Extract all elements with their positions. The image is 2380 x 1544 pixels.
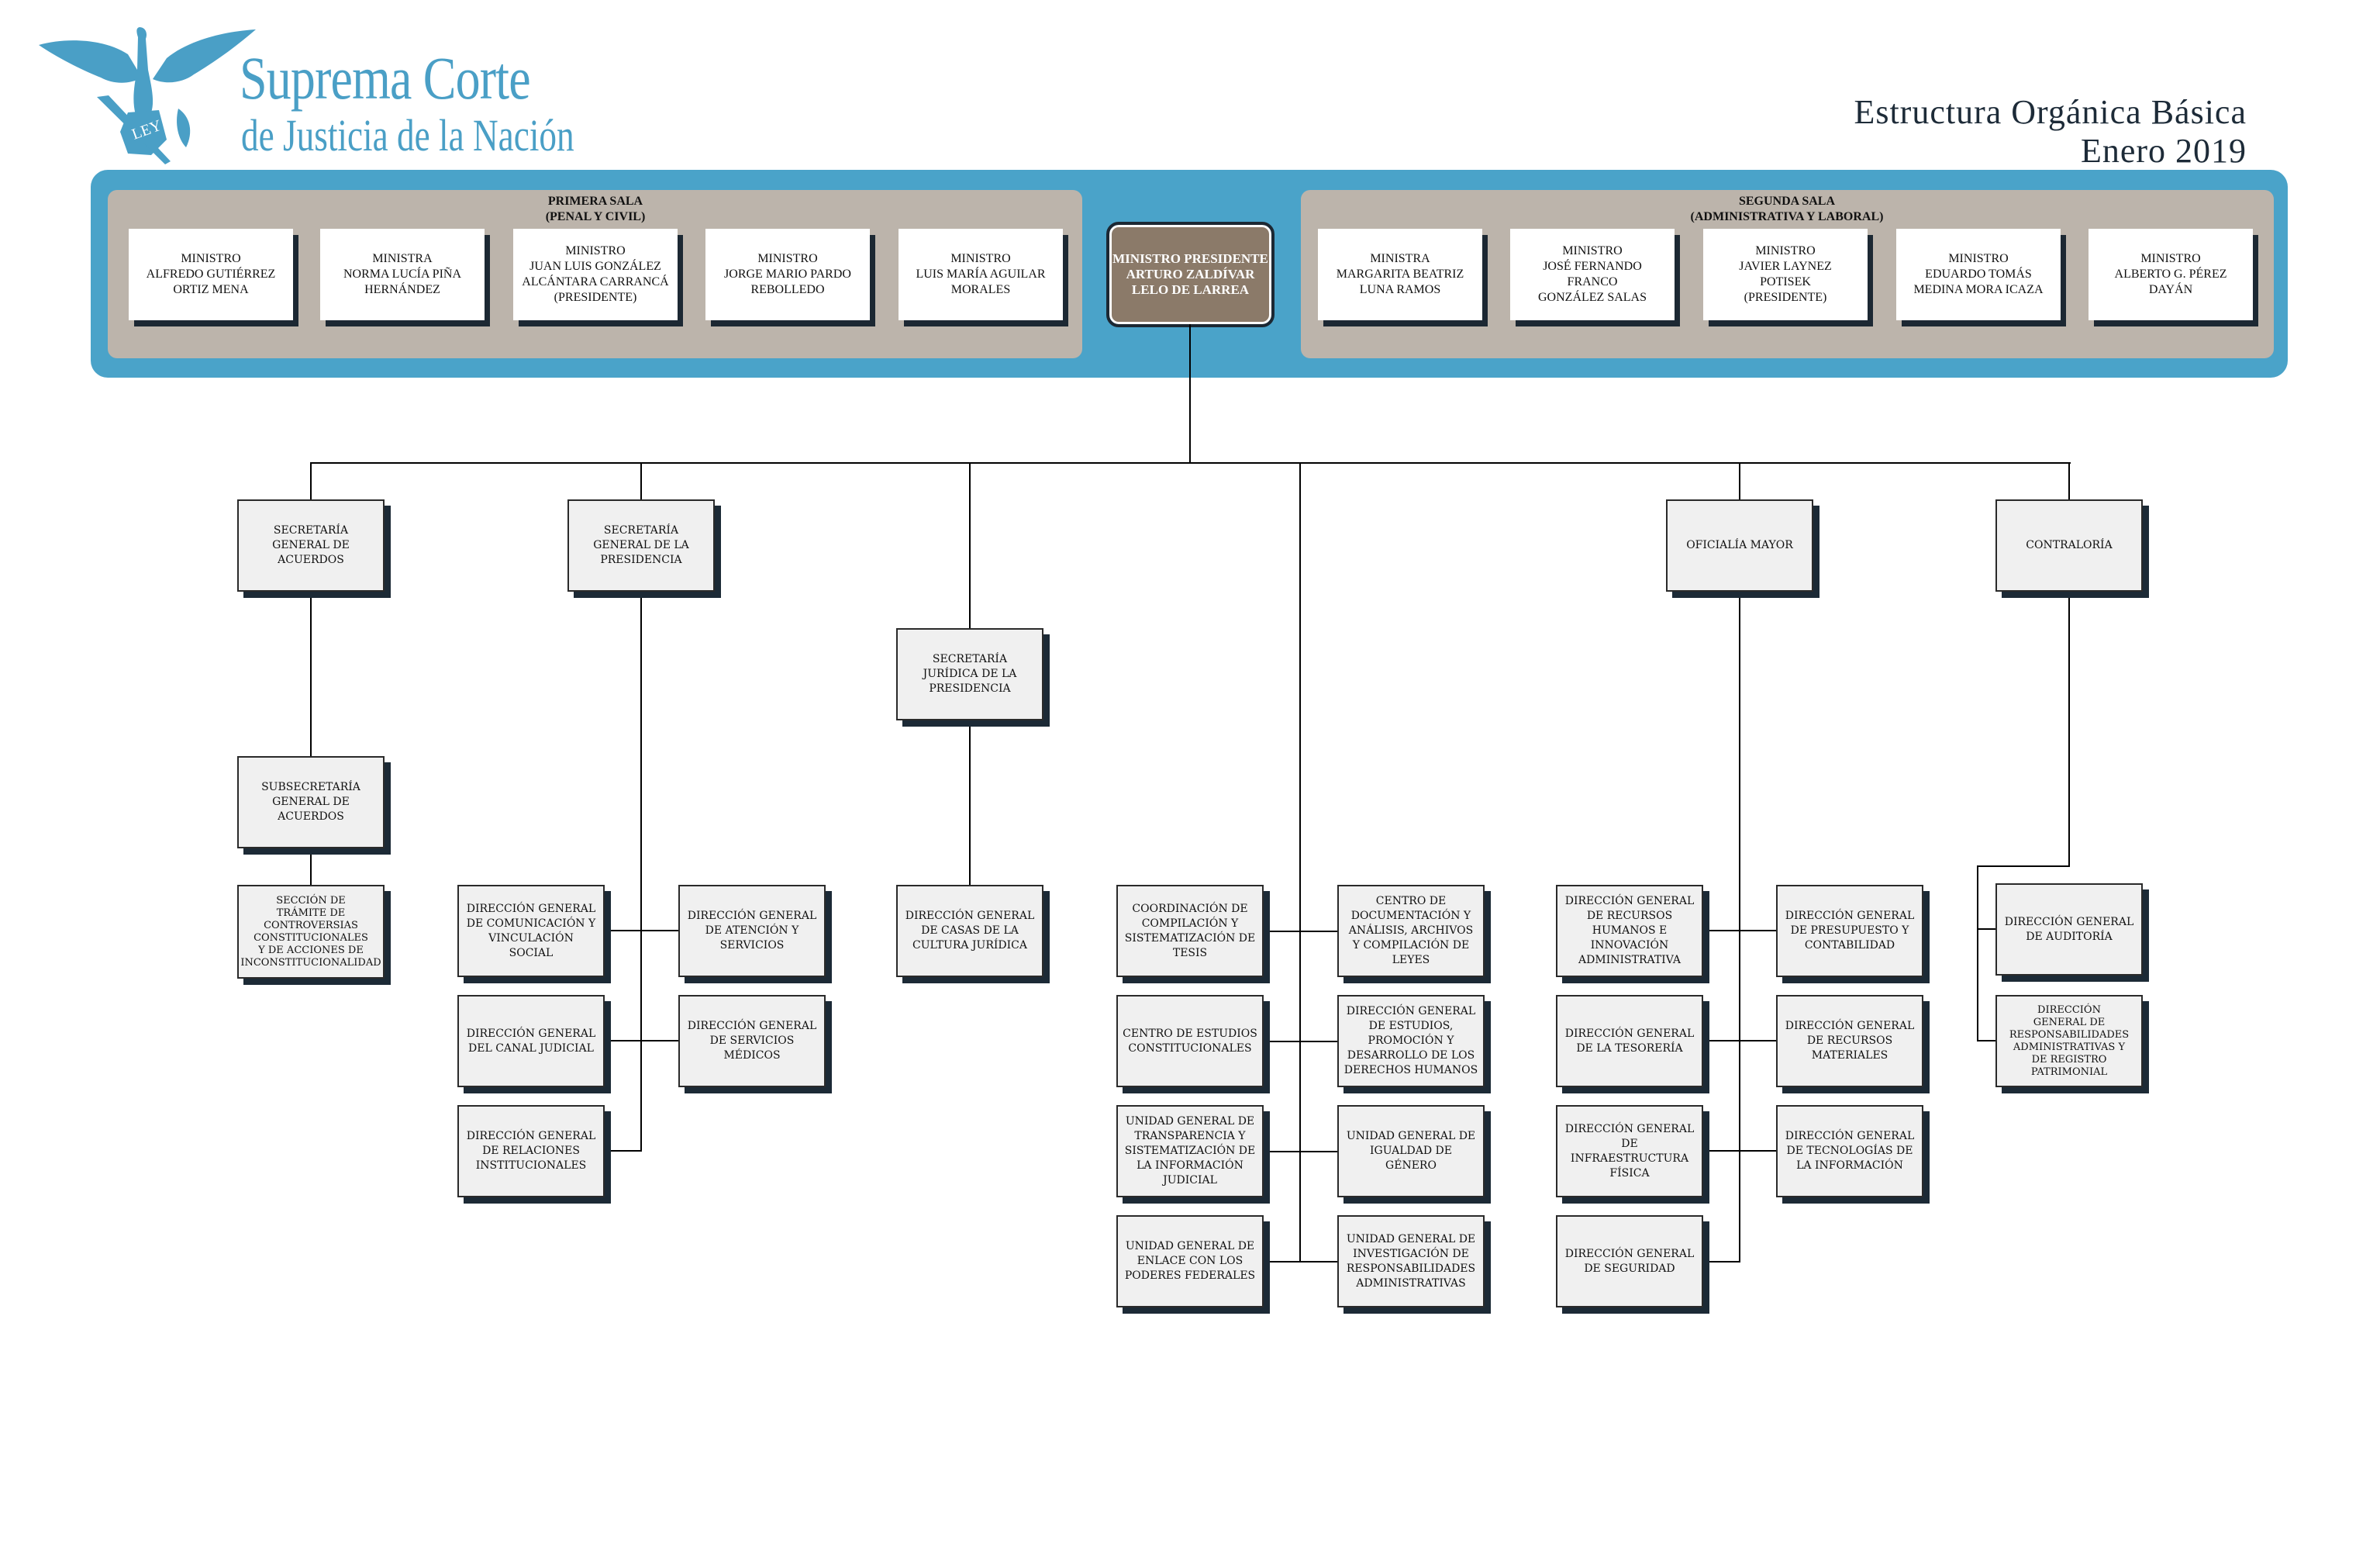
sala-subtitle: (PENAL Y CIVIL) — [545, 210, 646, 223]
unit-box[interactable]: COORDINACIÓN DE COMPILACIÓN Y SISTEMATIZ… — [1116, 885, 1264, 977]
unit-secretaria-general-presidencia[interactable]: SECRETARÍA GENERAL DE LA PRESIDENCIA — [567, 499, 715, 592]
minister-card[interactable]: MINISTRA NORMA LUCÍA PIÑA HERNÁNDEZ — [320, 229, 485, 320]
connector-line — [1977, 865, 2070, 867]
unit-box[interactable]: CENTRO DE DOCUMENTACIÓN Y ANÁLISIS, ARCH… — [1337, 885, 1485, 977]
connector-line — [1977, 928, 1995, 930]
brand-subname: de Justicia de la Nación — [241, 110, 574, 161]
sala-name: SEGUNDA SALA — [1738, 195, 1836, 208]
unit-box[interactable]: DIRECCIÓN GENERAL DE COMUNICACIÓN Y VINC… — [457, 885, 605, 977]
unit-box[interactable]: UNIDAD GENERAL DE ENLACE CON LOS PODERES… — [1116, 1215, 1264, 1307]
unit-secretaria-juridica-presidencia[interactable]: SECRETARÍA JURÍDICA DE LA PRESIDENCIA — [896, 628, 1043, 720]
connector-line — [1189, 324, 1191, 464]
connector-line — [969, 462, 971, 628]
unit-box[interactable]: DIRECCIÓN GENERAL DE SEGURIDAD — [1556, 1215, 1703, 1307]
unit-oficialia-mayor[interactable]: OFICIALÍA MAYOR — [1666, 499, 1813, 592]
unit-box[interactable]: DIRECCIÓN GENERAL DE RESPONSABILIDADES A… — [1995, 995, 2143, 1087]
connector-line — [1264, 1041, 1337, 1042]
connector-line — [2068, 462, 2070, 499]
connector-line — [1739, 462, 1740, 499]
connector-line — [310, 462, 312, 499]
unit-box[interactable]: DIRECCIÓN GENERAL DE LA TESORERÍA — [1556, 995, 1703, 1087]
connector-line — [1264, 1261, 1337, 1262]
brand-name: Suprema Corte — [240, 44, 531, 112]
connector-line — [604, 930, 678, 931]
unit-box[interactable]: DIRECCIÓN GENERAL DE TECNOLOGÍAS DE LA I… — [1776, 1105, 1923, 1197]
unit-box[interactable]: CENTRO DE ESTUDIOS CONSTITUCIONALES — [1116, 995, 1264, 1087]
connector-line — [1977, 1040, 1995, 1041]
unit-box[interactable]: DIRECCIÓN GENERAL DE ESTUDIOS, PROMOCIÓN… — [1337, 995, 1485, 1087]
connector-line — [1703, 1040, 1776, 1041]
connector-line — [640, 592, 642, 1152]
minister-card[interactable]: MINISTRO JUAN LUIS GONZÁLEZ ALCÁNTARA CA… — [513, 229, 678, 320]
document-title: Estructura Orgánica Básica Enero 2019 — [1854, 93, 2247, 171]
connector-line — [604, 1150, 642, 1152]
minister-card[interactable]: MINISTRO EDUARDO TOMÁS MEDINA MORA ICAZA — [1896, 229, 2061, 320]
connector-line — [969, 720, 971, 885]
unit-box[interactable]: DIRECCIÓN GENERAL DE RELACIONES INSTITUC… — [457, 1105, 605, 1197]
unit-subsecretaria-general-acuerdos[interactable]: SUBSECRETARÍA GENERAL DE ACUERDOS — [237, 756, 385, 848]
connector-line — [310, 592, 312, 756]
connector-line — [310, 462, 2071, 464]
connector-line — [1703, 1150, 1776, 1152]
unit-box[interactable]: DIRECCIÓN GENERAL DEL CANAL JUDICIAL — [457, 995, 605, 1087]
president-card[interactable]: MINISTRO PRESIDENTE ARTURO ZALDÍVAR LELO… — [1106, 222, 1275, 327]
connector-line — [640, 462, 642, 499]
unit-box[interactable]: UNIDAD GENERAL DE IGUALDAD DE GÉNERO — [1337, 1105, 1485, 1197]
title-line: Estructura Orgánica Básica — [1854, 93, 2247, 131]
eagle-emblem-icon: LEY — [35, 23, 260, 167]
unit-box[interactable]: DIRECCIÓN GENERAL DE ATENCIÓN Y SERVICIO… — [678, 885, 826, 977]
unit-box[interactable]: DIRECCIÓN GENERAL DE INFRAESTRUCTURA FÍS… — [1556, 1105, 1703, 1197]
sala-name: PRIMERA SALA — [547, 195, 643, 208]
minister-card[interactable]: MINISTRO JAVIER LAYNEZ POTISEK (PRESIDEN… — [1703, 229, 1868, 320]
unit-box[interactable]: UNIDAD GENERAL DE TRANSPARENCIA Y SISTEM… — [1116, 1105, 1264, 1197]
minister-card[interactable]: MINISTRO LUIS MARÍA AGUILAR MORALES — [899, 229, 1063, 320]
connector-line — [1264, 931, 1337, 932]
unit-seccion-tramite[interactable]: SECCIÓN DE TRÁMITE DE CONTROVERSIAS CONS… — [237, 885, 385, 979]
date-line: Enero 2019 — [2080, 132, 2247, 170]
unit-box[interactable]: UNIDAD GENERAL DE INVESTIGACIÓN DE RESPO… — [1337, 1215, 1485, 1307]
connector-line — [310, 848, 312, 885]
unit-box[interactable]: DIRECCIÓN GENERAL DE PRESUPUESTO Y CONTA… — [1776, 885, 1923, 977]
connector-line — [1739, 592, 1740, 1262]
minister-card[interactable]: MINISTRO ALBERTO G. PÉREZ DAYÁN — [2089, 229, 2253, 320]
connector-line — [1977, 865, 1978, 1041]
connector-line — [1703, 1261, 1740, 1262]
unit-box[interactable]: DIRECCIÓN GENERAL DE AUDITORÍA — [1995, 883, 2143, 976]
minister-card[interactable]: MINISTRO JOSÉ FERNANDO FRANCO GONZÁLEZ S… — [1510, 229, 1675, 320]
connector-line — [2068, 592, 2070, 867]
unit-secretaria-general-acuerdos[interactable]: SECRETARÍA GENERAL DE ACUERDOS — [237, 499, 385, 592]
connector-line — [1703, 930, 1776, 931]
connector-line — [604, 1040, 678, 1041]
unit-contraloria[interactable]: CONTRALORÍA — [1995, 499, 2143, 592]
unit-box[interactable]: DIRECCIÓN GENERAL DE CASAS DE LA CULTURA… — [896, 885, 1043, 977]
primera-sala-title: PRIMERA SALA (PENAL Y CIVIL) — [363, 194, 828, 225]
unit-box[interactable]: DIRECCIÓN GENERAL DE RECURSOS HUMANOS E … — [1556, 885, 1703, 977]
minister-card[interactable]: MINISTRO JORGE MARIO PARDO REBOLLEDO — [705, 229, 870, 320]
sala-subtitle: (ADMINISTRATIVA Y LABORAL) — [1690, 210, 1884, 223]
minister-card[interactable]: MINISTRA MARGARITA BEATRIZ LUNA RAMOS — [1318, 229, 1482, 320]
connector-line — [1299, 462, 1301, 1262]
segunda-sala-title: SEGUNDA SALA (ADMINISTRATIVA Y LABORAL) — [1554, 194, 2020, 225]
connector-line — [1264, 1151, 1337, 1152]
unit-box[interactable]: DIRECCIÓN GENERAL DE RECURSOS MATERIALES — [1776, 995, 1923, 1087]
minister-card[interactable]: MINISTRO ALFREDO GUTIÉRREZ ORTIZ MENA — [129, 229, 293, 320]
unit-box[interactable]: DIRECCIÓN GENERAL DE SERVICIOS MÉDICOS — [678, 995, 826, 1087]
